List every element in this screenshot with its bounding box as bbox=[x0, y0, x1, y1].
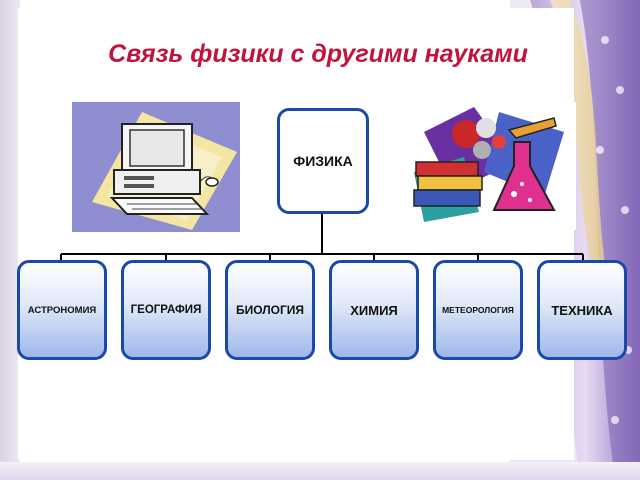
node-astronomy: АСТРОНОМИЯ bbox=[17, 260, 107, 360]
node-technology-label: ТЕХНИКА bbox=[551, 302, 613, 318]
node-technology: ТЕХНИКА bbox=[537, 260, 627, 360]
computer-clipart-icon bbox=[72, 102, 240, 232]
node-geography-label: ГЕОГРАФИЯ bbox=[130, 304, 202, 316]
node-meteorology: МЕТЕОРОЛОГИЯ bbox=[433, 260, 523, 360]
node-meteorology-label: МЕТЕОРОЛОГИЯ bbox=[442, 305, 514, 315]
node-biology: БИОЛОГИЯ bbox=[225, 260, 315, 360]
books-chemistry-clipart-icon bbox=[404, 102, 576, 230]
slide-content-area bbox=[18, 8, 574, 460]
root-node: ФИЗИКА bbox=[277, 108, 369, 214]
decorative-frame-left bbox=[0, 0, 20, 480]
node-astronomy-label: АСТРОНОМИЯ bbox=[27, 304, 97, 316]
node-chemistry: ХИМИЯ bbox=[329, 260, 419, 360]
node-biology-label: БИОЛОГИЯ bbox=[235, 303, 305, 317]
node-chemistry-label: ХИМИЯ bbox=[350, 302, 398, 318]
decorative-frame-bottom bbox=[0, 462, 640, 480]
node-geography: ГЕОГРАФИЯ bbox=[121, 260, 211, 360]
root-node-label: ФИЗИКА bbox=[293, 153, 353, 169]
slide-title: Связь физики с другими науками bbox=[108, 40, 528, 68]
